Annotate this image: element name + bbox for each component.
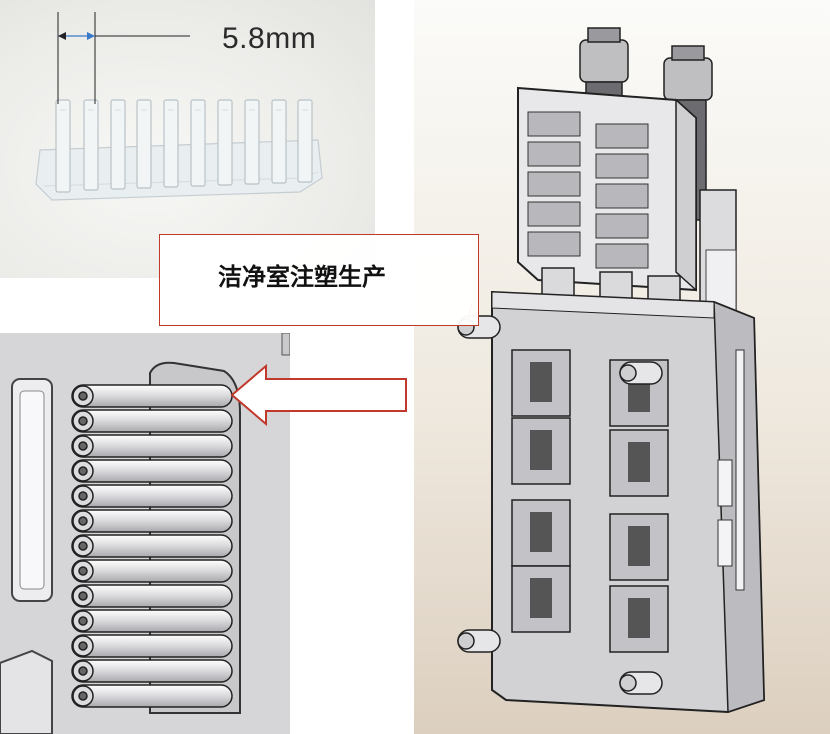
cavity-detail-panel [0,333,290,734]
cavity-pins-render [0,333,290,734]
dimension-arrow-icon [57,12,190,104]
injection-mold-render [457,27,766,714]
mold-render-panel [414,0,830,734]
cleanroom-callout-label: 洁净室注塑生产 [218,263,386,291]
cleanroom-callout-box: 洁净室注塑生产 [159,234,479,326]
product-photo-panel: 5.8mm [0,0,375,278]
dimension-label: 5.8mm [222,22,317,55]
transparent-strip-photo [35,12,323,201]
